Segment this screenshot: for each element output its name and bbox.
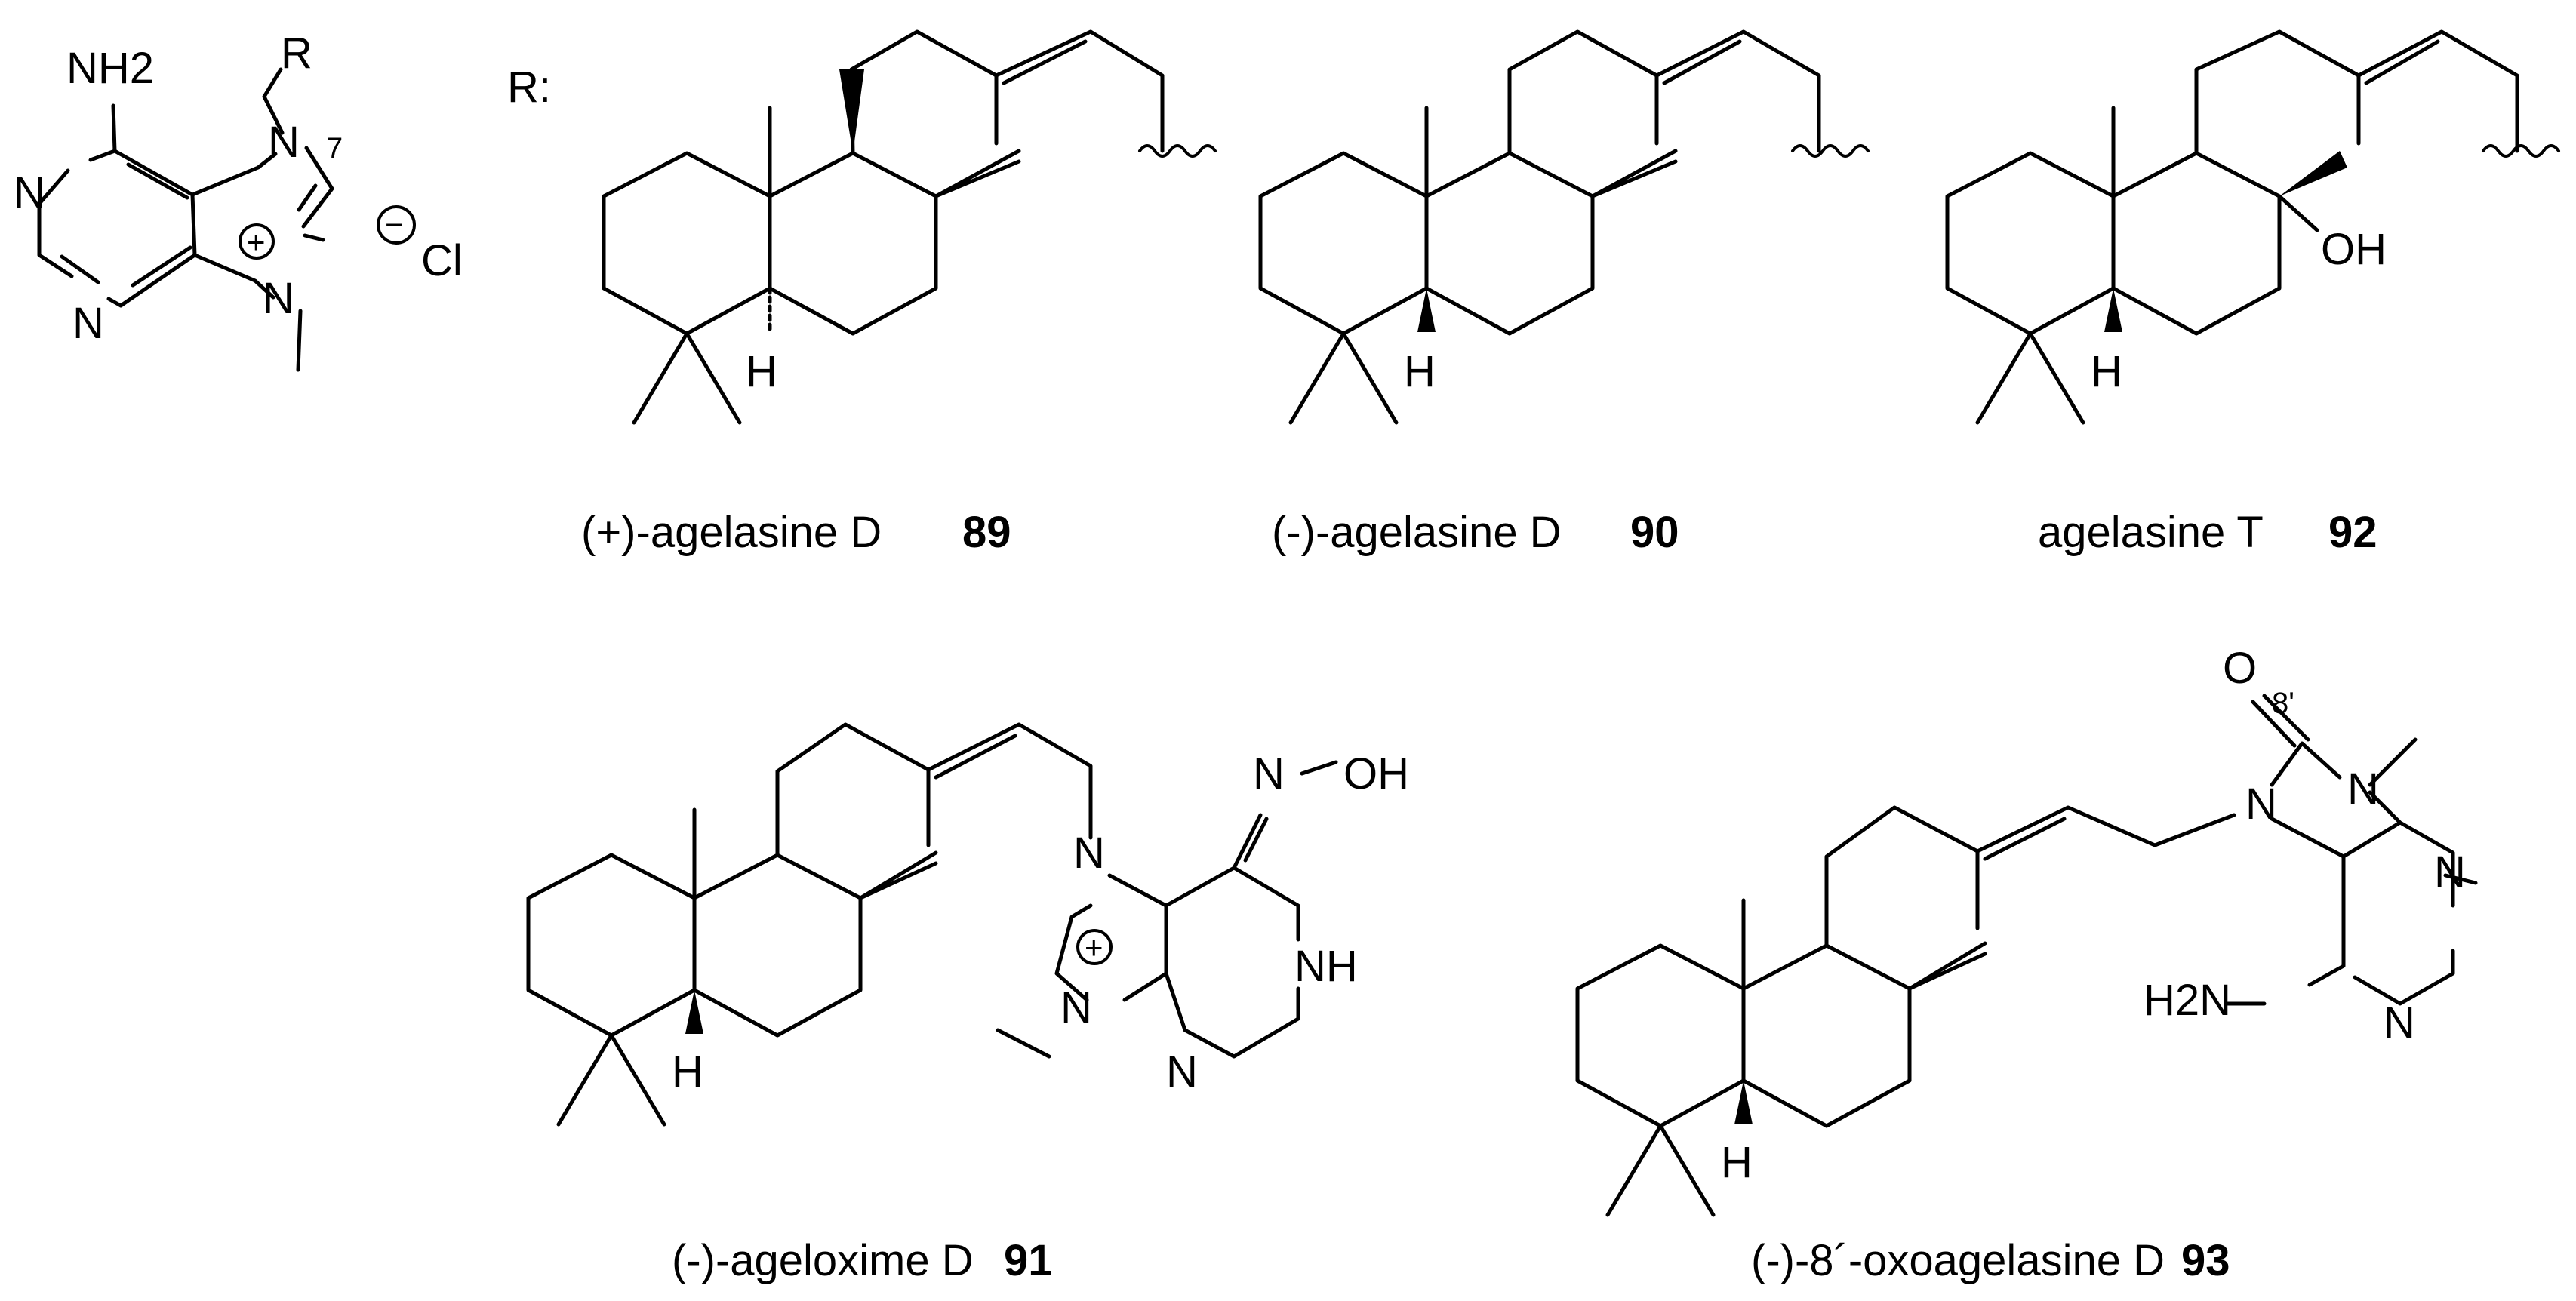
purinium-scaffold: NH2 R N 7 N N N + − Cl R: — [14, 29, 551, 372]
c93-o: O — [2223, 644, 2257, 693]
c93-n9: N — [2347, 764, 2379, 814]
scaffold-minus: − — [385, 207, 404, 242]
wedge-bond — [2279, 151, 2347, 196]
compound-92: OH H agelasine T 92 — [1947, 29, 2560, 557]
c93-n1: N — [2434, 847, 2466, 897]
wedge-bond — [1734, 1081, 1753, 1124]
compound-90: H (-)-agelasine D 90 — [1260, 29, 1870, 557]
c93-h: H — [1721, 1138, 1753, 1187]
c91-n-ring: N — [1166, 1047, 1198, 1096]
wedge-bond — [1417, 288, 1436, 332]
c91-name: (-)-ageloxime D — [672, 1236, 974, 1285]
wedge-bond — [839, 69, 864, 153]
c91-oxime-n: N — [1253, 749, 1285, 798]
scaffold-nh2: NH2 — [66, 44, 154, 93]
scaffold-n1: N — [14, 168, 45, 217]
scaffold-chloride: Cl — [421, 236, 463, 285]
compound-91: + N N NH N N OH H (-)-ageloxime D 91 — [528, 722, 1409, 1285]
c90-number: 90 — [1630, 508, 1679, 557]
scaffold-r: R — [281, 29, 312, 78]
c91-h: H — [672, 1047, 703, 1096]
scaffold-locant-7: 7 — [326, 132, 343, 165]
scaffold-n7: N — [268, 118, 300, 167]
c91-n9: N — [1060, 983, 1092, 1032]
c93-number: 93 — [2181, 1236, 2230, 1285]
r-definition-label: R: — [507, 63, 551, 112]
compound-89: H (+)-agelasine D 89 — [581, 29, 1217, 557]
c92-name: agelasine T — [2038, 508, 2264, 557]
scaffold-n9: N — [263, 274, 294, 323]
wedge-bond — [685, 990, 703, 1034]
c91-oxime-oh: OH — [1343, 749, 1409, 798]
c92-h: H — [2091, 347, 2122, 396]
positive-charge-icon — [239, 223, 275, 260]
c91-number: 91 — [1004, 1236, 1053, 1285]
c92-oh: OH — [2321, 225, 2387, 274]
c89-number: 89 — [962, 508, 1011, 557]
c90-h: H — [1404, 347, 1436, 396]
c93-locant-8: 8' — [2272, 687, 2294, 720]
wedge-bond — [2104, 288, 2122, 332]
c89-h: H — [746, 347, 777, 396]
scaffold-n3: N — [72, 299, 104, 348]
c92-number: 92 — [2328, 508, 2377, 557]
c93-nh2: H2N — [2144, 976, 2231, 1025]
c93-n7: N — [2245, 780, 2277, 829]
negative-charge-icon — [377, 205, 416, 245]
c93-name: (-)-8´-oxoagelasine D — [1751, 1236, 2165, 1285]
c93-n3: N — [2384, 998, 2415, 1047]
c89-name: (+)-agelasine D — [581, 508, 882, 557]
c90-name: (-)-agelasine D — [1272, 508, 1562, 557]
c91-nh: NH — [1294, 942, 1358, 991]
compound-93: O 8' N N N N H2N H (-)-8´-oxoagelasine D… — [1577, 644, 2478, 1285]
scaffold-plus: + — [247, 224, 266, 260]
c91-n7: N — [1073, 829, 1105, 878]
c91-plus: + — [1085, 930, 1103, 965]
positive-charge-icon — [1076, 929, 1113, 965]
